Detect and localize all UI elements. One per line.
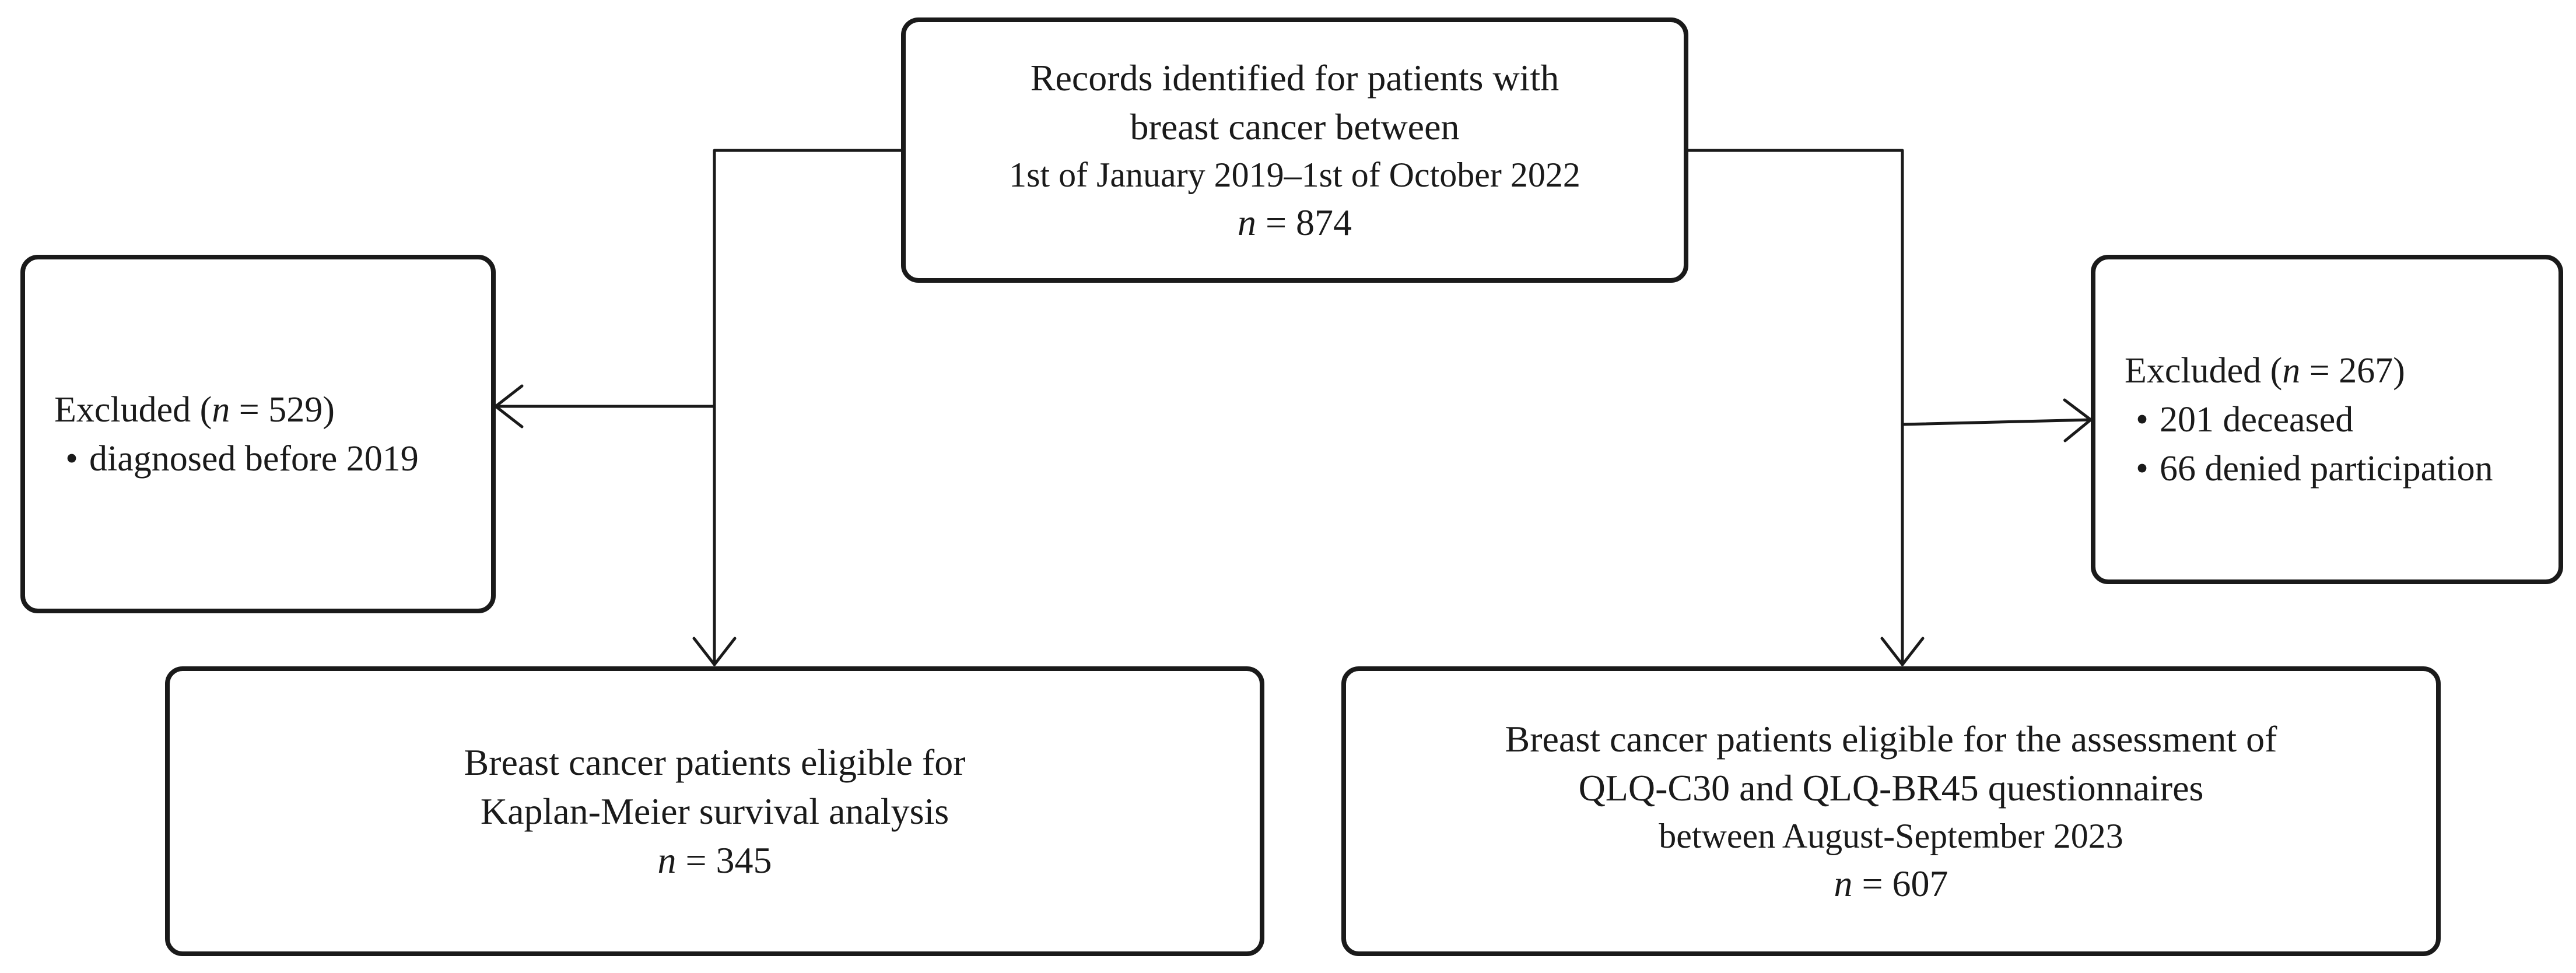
right-down-arrowhead (1880, 637, 1925, 666)
right-exclusion-bullet-text: 66 denied participation (2160, 448, 2493, 489)
right-exclusion-heading-pre: Excluded ( (2125, 350, 2283, 391)
kaplan-meier-line-2: Kaplan-Meier survival analysis (480, 790, 949, 832)
right-exclusion-heading-post: = 267) (2309, 350, 2405, 391)
left-exclusion-box: Excluded (n = 529) • diagnosed before 20… (20, 255, 496, 613)
records-count: n = 874 (1238, 198, 1352, 247)
bullet-icon: • (2136, 448, 2149, 489)
qlq-assessment-box: Breast cancer patients eligible for the … (1341, 666, 2441, 956)
bullet-icon: • (2136, 399, 2149, 440)
kaplan-meier-line-1: Breast cancer patients eligible for (464, 741, 966, 783)
qlq-count-value: = 607 (1862, 862, 1948, 904)
n-symbol: n (1237, 201, 1256, 243)
left-down-arrowhead (692, 637, 737, 666)
records-count-value: = 874 (1265, 201, 1352, 243)
left-exclusion-arrowhead (494, 384, 524, 428)
left-exclusion-bullet-text: diagnosed before 2019 (89, 438, 419, 479)
n-symbol: n (657, 839, 677, 881)
qlq-line-1: Breast cancer patients eligible for the … (1505, 718, 2277, 760)
records-line-1: Records identified for patients with (1030, 57, 1559, 99)
records-line-2: breast cancer between (1130, 106, 1460, 147)
right-connector-line (1687, 149, 1904, 666)
left-exclusion-heading: Excluded (n = 529) (54, 385, 491, 434)
right-exclusion-bullet: • 201 deceased (2125, 395, 2559, 444)
n-symbol: n (1834, 862, 1853, 904)
kaplan-meier-box: Breast cancer patients eligible for Kapl… (165, 666, 1264, 956)
qlq-line-3: between August-September 2023 (1659, 816, 2123, 855)
records-identified-box: Records identified for patients with bre… (901, 17, 1688, 283)
right-exclusion-bullet: • 66 denied participation (2125, 444, 2559, 493)
left-exclusion-heading-post: = 529) (239, 389, 335, 430)
n-symbol: n (2282, 350, 2301, 391)
left-connector-line (713, 149, 903, 666)
qlq-line-2: QLQ-C30 and QLQ-BR45 questionnaires (1578, 767, 2204, 809)
qlq-count: n = 607 (1834, 859, 1948, 908)
left-exclusion-bullet: • diagnosed before 2019 (54, 434, 491, 483)
right-exclusion-box: Excluded (n = 267) • 201 deceased • 66 d… (2091, 255, 2563, 584)
left-exclusion-heading-pre: Excluded ( (54, 389, 212, 430)
kaplan-meier-count: n = 345 (657, 836, 772, 885)
n-symbol: n (212, 389, 230, 430)
right-exclusion-heading: Excluded (n = 267) (2125, 346, 2559, 395)
bullet-icon: • (65, 438, 78, 479)
right-exclusion-line (1901, 418, 2093, 426)
right-exclusion-bullet-text: 201 deceased (2160, 399, 2354, 440)
kaplan-meier-count-value: = 345 (685, 839, 772, 881)
records-line-3: 1st of January 2019–1st of October 2022 (1009, 155, 1580, 194)
